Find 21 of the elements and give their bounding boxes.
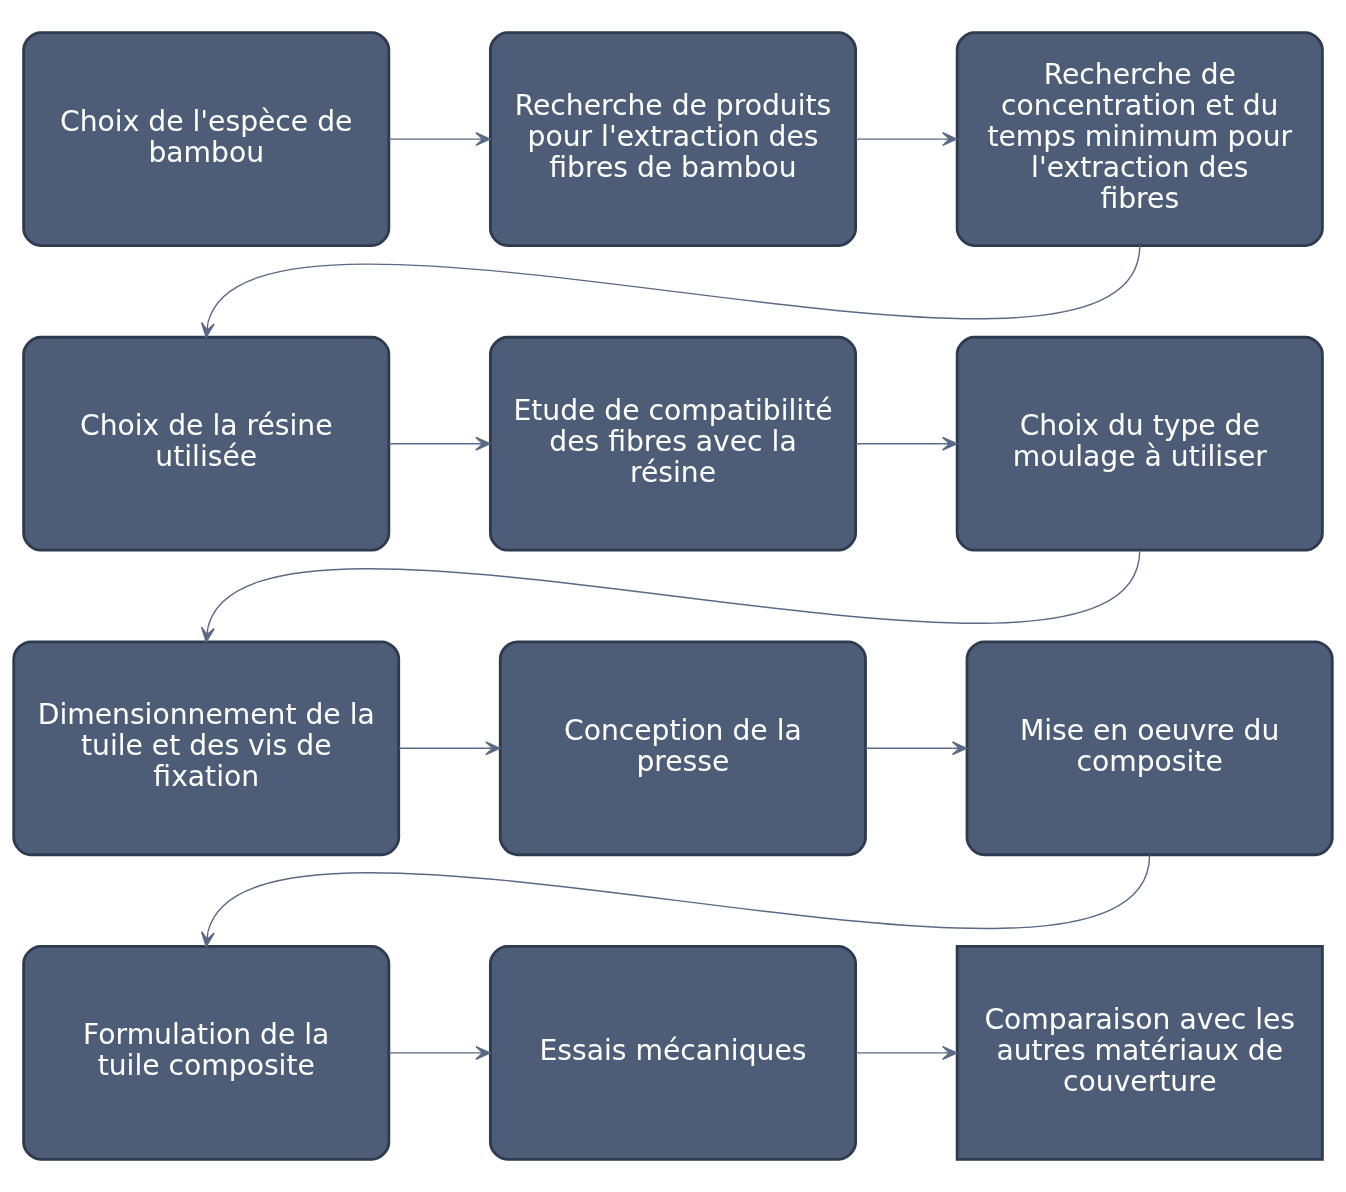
arrow	[855, 1045, 958, 1060]
node-box: Essais mécaniques	[488, 945, 858, 1161]
node-box: Comparaison avec les autres matériaux de couverture	[955, 945, 1324, 1161]
arrow	[388, 1045, 491, 1060]
node-box: Mise en oeuvre du composite	[965, 640, 1334, 857]
node-box: Formulation de la tuile composite	[22, 945, 391, 1161]
node-box: Etude de compatibilité des fibres avec la résine	[488, 335, 858, 552]
arrow	[855, 436, 958, 451]
node-box: Dimensionnement de la tuile et des vis de fixation	[12, 640, 401, 857]
arrow	[398, 741, 501, 756]
node-box: Choix de l'espèce de bambou	[22, 31, 391, 247]
node-box: Conception de la presse	[498, 640, 867, 857]
arrow	[388, 132, 491, 147]
node-box: Recherche de concentration et du temps minimum pour l'extraction des fibres	[955, 31, 1324, 247]
arrow	[855, 132, 958, 147]
arrow	[864, 741, 968, 756]
arrow	[388, 436, 491, 451]
node-box: Choix du type de moulage à utiliser	[955, 335, 1324, 552]
node-box: Choix de la résine utilisée	[22, 335, 391, 552]
node-box: Recherche de produits pour l'extraction des fibres de bambou	[488, 31, 858, 247]
arrow	[200, 244, 1141, 338]
